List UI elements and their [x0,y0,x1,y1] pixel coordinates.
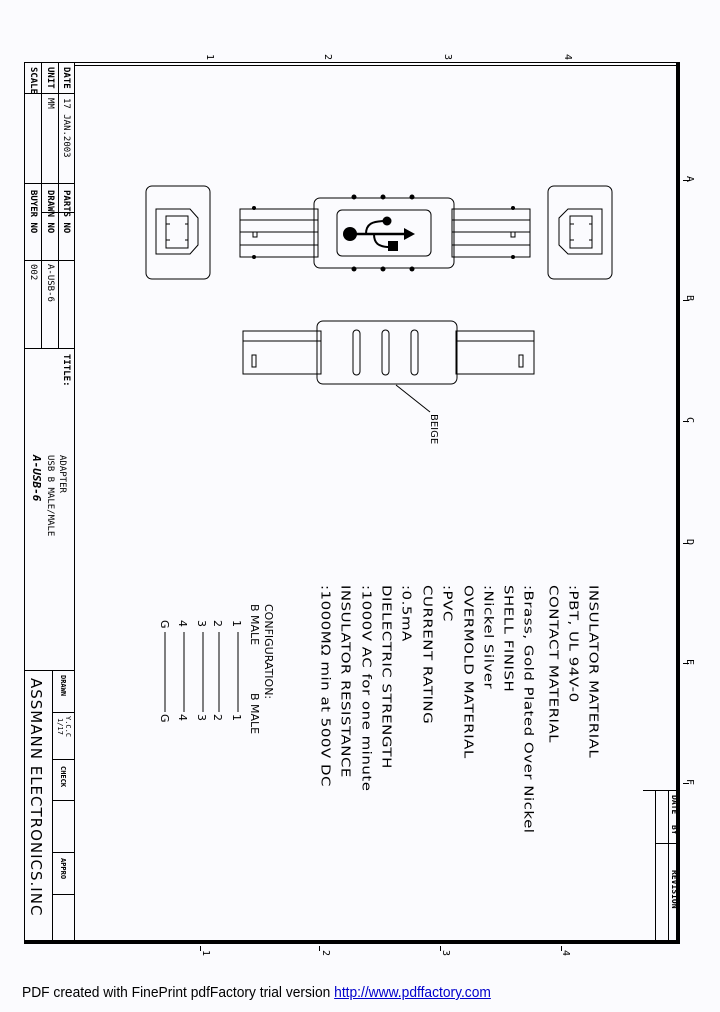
drawn-date: 1/17 [56,718,64,735]
usb-trident-icon [343,216,415,251]
config-left-header: B MALE [248,604,261,646]
spec-line: DIELECTRIC STRENGTH [379,585,395,769]
spec-line: INSULATOR RESISTANCE [338,585,354,778]
frame-inner-border [75,65,680,66]
pin-right: G [158,714,171,723]
parts-no-label: PARTS NO [61,190,71,234]
unit-value: MM [45,98,55,109]
spec-line: :Brass, Gold Plated Over Nickel [521,585,537,834]
zone-tick [683,300,689,301]
spec-line: :1000V AC for one minute [359,585,375,792]
beige-callout-label: BEIGE [428,414,439,445]
zone-tick [683,180,689,181]
date-label: DATE [61,67,71,89]
pin-left: 3 [195,620,208,627]
spec-line: CONTACT MATERIAL [546,585,562,744]
pin-left: 2 [211,620,224,627]
spec-line: :PBT, UL 94V-0 [566,585,582,703]
pin-left: 4 [176,620,189,627]
pin-right: 2 [211,714,224,721]
unit-label: UNIT [45,67,55,89]
title-part-number: A-USB-6 [30,455,43,502]
title-line-1: ADAPTER [57,455,67,493]
title-label: TITLE: [61,354,71,387]
drawn-no-label: DRAWN NO [45,190,55,234]
spec-line: CURRENT RATING [420,585,436,725]
drawn-no-value: A-USB-6 [45,264,55,302]
zone-tick [683,783,689,784]
buyer-no-label: BUYER NO [28,190,38,234]
drawing-frame [24,62,680,944]
revision-date-label: DATE [670,795,679,815]
pdf-footer: PDF created with FinePrint pdfFactory tr… [22,984,491,1001]
footer-text: PDF created with FinePrint pdfFactory tr… [22,984,335,1001]
scale-label: SCALE [28,67,38,95]
pin-left: G [158,620,171,629]
pin-right: 3 [195,714,208,721]
spec-line: :1000MΩ min at 500V DC [318,585,334,787]
pin-right: 4 [176,714,189,721]
spec-line: :Nickel Silver [481,585,497,690]
title-line-2: USB B MALE/MALE [45,455,55,537]
spec-line: :0.5mA [399,585,415,642]
check-label: CHECK [59,766,67,788]
pin-left: 1 [230,620,243,627]
zone-tick [319,946,320,951]
drawn-label: DRAWN [59,675,67,697]
revision-by-label: BY [670,825,679,835]
appro-label: APPRO [59,858,67,880]
revision-label: REVISION [670,870,679,909]
zone-tick [683,421,689,422]
zone-tick [200,946,201,951]
pin-right: 1 [230,714,243,721]
buyer-no-value: 002 [28,264,38,281]
spec-line: INSULATOR MATERIAL [586,585,602,759]
zone-tick [683,543,689,544]
pdffactory-link[interactable]: http://www.pdffactory.com [334,984,491,1001]
spec-line: OVERMOLD MATERIAL [461,585,477,759]
zone-tick [683,663,689,664]
drawn-by: Y.C.C [64,716,72,738]
company-name: ASSMANN ELECTRONICS.INC [27,678,45,917]
spec-line: SHELL FINISH [501,585,517,693]
zone-tick [440,946,441,951]
date-value: 17 JAN.2003 [61,98,71,158]
configuration-title: CONFIGURATION: [262,604,275,700]
config-right-header: B MALE [248,693,261,735]
spec-line: :PVC [440,585,456,622]
zone-tick [561,946,562,951]
